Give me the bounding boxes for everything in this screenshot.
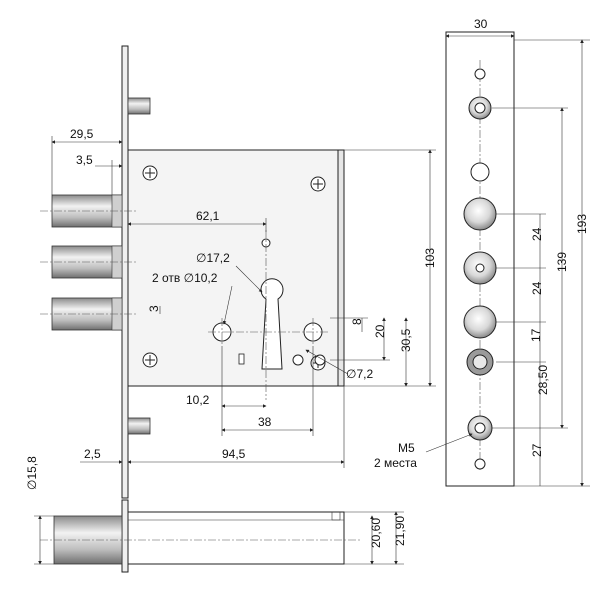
bottom-view: ∅15,8 20,60 21,90 (25, 456, 407, 573)
dim-29-5: 29,5 (70, 127, 94, 141)
dim-dia-15-8: ∅15,8 (25, 456, 39, 490)
lock-body-front-view (40, 45, 345, 499)
dim-dia-17-2: ∅17,2 (196, 251, 230, 265)
label-m5-places: 2 места (374, 456, 417, 470)
dim-30-5: 30,5 (399, 328, 413, 352)
dim-24-b: 24 (530, 281, 544, 295)
dim-3: 3 (147, 305, 161, 312)
stud-top (127, 97, 151, 115)
dim-30: 30 (474, 17, 488, 31)
dim-10-2: 10,2 (186, 393, 210, 407)
dim-3-5: 3,5 (76, 153, 93, 167)
dim-2-5: 2,5 (84, 447, 101, 461)
dim-20: 20 (373, 324, 387, 338)
label-m5: М5 (398, 441, 415, 455)
dim-94-5: 94,5 (222, 447, 246, 461)
dim-38: 38 (258, 415, 272, 429)
bolt-cylinders (40, 194, 136, 331)
dim-103: 103 (423, 248, 437, 268)
dim-28-50: 28,50 (536, 365, 550, 395)
dim-139: 139 (555, 252, 569, 272)
bolt-head-1 (463, 197, 497, 231)
dim-62-1: 62,1 (196, 209, 220, 223)
dim-8: 8 (350, 318, 364, 325)
faceplate-side-view (445, 31, 515, 487)
front-view-dimensions: 29,5 3,5 62,1 ∅17,2 2 отв ∅10,2 3 103 8 … (51, 127, 437, 468)
dim-2-holes-10-2: 2 отв ∅10,2 (152, 271, 218, 285)
dim-17: 17 (529, 328, 543, 342)
screw-icon (142, 165, 326, 371)
dim-24-a: 24 (530, 227, 544, 241)
dim-27: 27 (530, 443, 544, 457)
bolt-head-3 (463, 305, 497, 339)
side-view-dimensions: 30 193 139 24 24 17 28,50 27 М5 2 места (374, 17, 590, 487)
dim-21-90: 21,90 (393, 516, 407, 546)
stud-bottom (127, 417, 151, 435)
case-bottom-view (127, 511, 345, 565)
faceplate-front (121, 45, 129, 499)
dim-20-60: 20,60 (369, 518, 383, 548)
dim-193: 193 (575, 214, 589, 234)
dim-dia-7-2: ∅7,2 (346, 367, 373, 381)
